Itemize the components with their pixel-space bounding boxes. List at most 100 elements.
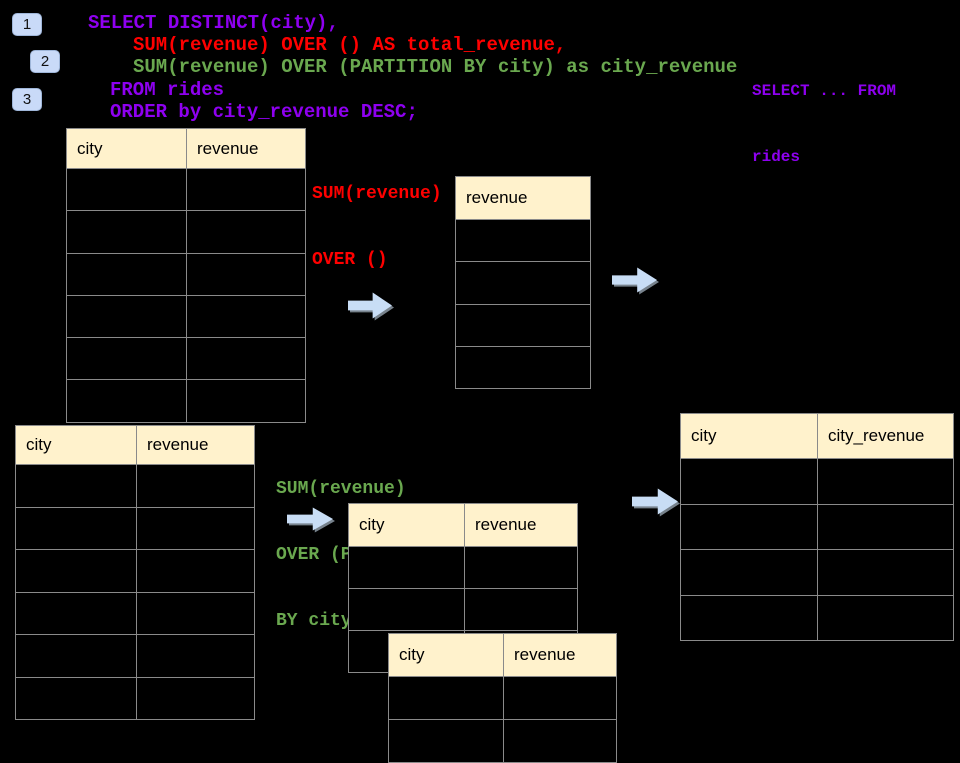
label-total-line-1: SUM(revenue) — [312, 184, 442, 204]
table-cell-empty — [456, 304, 590, 346]
table-header-row: city city_revenue — [681, 414, 953, 458]
sql-line-order-by: ORDER by city_revenue DESC; — [110, 101, 418, 123]
side-note-line-1: SELECT ... FROM — [752, 82, 897, 100]
label-sum-over-total: SUM(revenue) OVER () — [312, 139, 442, 293]
table-cell-empty — [349, 589, 465, 630]
table-cell-empty — [67, 380, 187, 422]
table-row — [16, 676, 254, 719]
table-cell-empty — [16, 592, 137, 634]
table-cell-empty — [137, 550, 254, 592]
column-header-city: city — [681, 414, 818, 458]
table-cell-empty — [465, 589, 577, 630]
table-cell-empty — [389, 720, 504, 762]
table-row — [456, 219, 590, 262]
table-row — [389, 676, 616, 719]
table-cell-empty — [67, 169, 187, 211]
table-cell-empty — [349, 547, 465, 588]
label-total-line-2: OVER () — [312, 250, 388, 270]
table-cell-empty — [137, 465, 254, 507]
column-header-revenue: revenue — [475, 515, 537, 534]
table-row — [349, 588, 577, 630]
table-cell-empty — [818, 595, 953, 640]
table-cell-empty — [465, 547, 577, 588]
table-cell-empty — [504, 677, 616, 719]
table-cell-empty — [818, 459, 953, 504]
table-cell-empty — [389, 677, 504, 719]
table-cell-empty — [67, 295, 187, 338]
table-cell-empty — [16, 677, 137, 719]
flow-arrow-to-revenue-table — [348, 292, 394, 321]
table-cell-empty — [137, 635, 254, 677]
flow-arrow-to-result-table — [632, 488, 680, 517]
table-row — [67, 210, 305, 253]
flow-arrow-to-partition-table — [287, 507, 335, 533]
table-partition-middle: city revenue — [348, 503, 578, 673]
sql-line-sum-partition: SUM(revenue) OVER (PARTITION BY city) as… — [133, 56, 738, 78]
table-row — [456, 303, 590, 346]
table-row — [16, 591, 254, 634]
column-header-revenue: revenue — [147, 435, 209, 454]
table-row — [456, 261, 590, 304]
table-result-city-revenue: city city_revenue — [680, 413, 954, 641]
table-cell-empty — [187, 169, 305, 211]
table-row — [67, 252, 305, 295]
table-revenue-only: revenue — [455, 176, 591, 390]
table-row — [681, 503, 953, 549]
table-row — [681, 594, 953, 640]
side-note-select-from-rides: SELECT ... FROM rides — [752, 36, 896, 190]
table-row — [349, 546, 577, 588]
side-note-line-2: rides — [752, 148, 801, 166]
table-cell-empty — [137, 507, 254, 549]
table-row — [681, 549, 953, 595]
step-badge-2: 2 — [30, 50, 60, 73]
table-cell-empty — [187, 338, 305, 380]
table-cell-empty — [456, 346, 590, 389]
table-cell-empty — [456, 262, 590, 304]
table-cell-empty — [16, 550, 137, 592]
flow-arrow-from-revenue-table — [612, 267, 659, 295]
column-header-revenue: revenue — [466, 188, 528, 207]
table-cell-empty — [187, 211, 305, 253]
table-row — [456, 345, 590, 389]
table-cell-empty — [456, 220, 590, 262]
column-header-revenue: revenue — [514, 645, 576, 664]
table-cell-empty — [16, 465, 137, 507]
table-cell-empty — [67, 211, 187, 253]
column-header-city_revenue: city_revenue — [828, 426, 925, 445]
table-row — [16, 464, 254, 507]
sql-line-from: FROM rides — [110, 79, 225, 101]
column-header-city: city — [67, 129, 187, 168]
table-row — [16, 634, 254, 677]
table-cell-empty — [187, 380, 305, 422]
table-row — [389, 719, 616, 762]
table-row — [16, 506, 254, 549]
step-badge-3: 3 — [12, 88, 42, 111]
column-header-city: city — [349, 504, 465, 546]
table-row — [681, 458, 953, 504]
sql-line-sum-over: SUM(revenue) OVER () AS total_revenue, — [133, 34, 567, 56]
table-row — [67, 168, 305, 211]
table-cell-empty — [187, 295, 305, 338]
table-row — [16, 549, 254, 592]
table-cell-empty — [681, 595, 818, 640]
table-header-row: revenue — [456, 177, 590, 219]
table-header-row: city revenue — [349, 504, 577, 546]
table-cell-empty — [187, 253, 305, 295]
table-cell-empty — [137, 592, 254, 634]
table-cell-empty — [67, 253, 187, 295]
table-cell-empty — [16, 507, 137, 549]
table-row — [67, 337, 305, 380]
table-cell-empty — [818, 504, 953, 549]
table-cell-empty — [818, 550, 953, 595]
step-badge-1: 1 — [12, 13, 42, 36]
table-cell-empty — [681, 504, 818, 549]
label-partition-line-1: SUM(revenue) — [276, 479, 406, 499]
table-cell-empty — [137, 677, 254, 719]
slide-canvas: { "slide": { "steps": { "one": "1", "two… — [12, 12, 954, 763]
table-row — [67, 379, 305, 422]
